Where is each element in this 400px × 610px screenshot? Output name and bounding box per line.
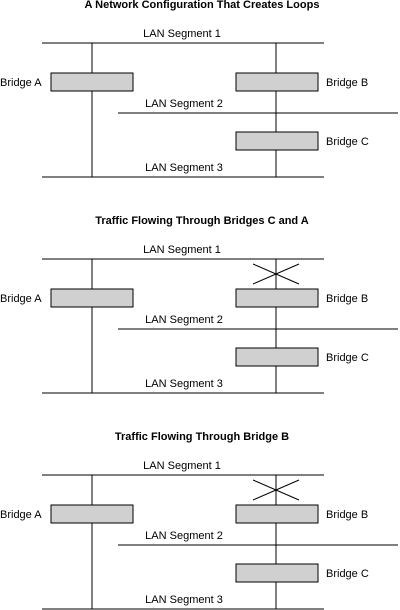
bridge-c-box	[235, 347, 319, 367]
bridge-b-box	[235, 288, 319, 308]
panel-loops: A Network Configuration That Creates Loo…	[0, 0, 398, 178]
bridge-a-box	[50, 72, 134, 92]
bridge-a-box	[50, 288, 134, 308]
bridge-a-label: Bridge A	[0, 509, 42, 521]
bridge-a-box	[50, 504, 134, 524]
bridge-c-label: Bridge C	[326, 136, 369, 148]
panel-title: Traffic Flowing Through Bridge B	[115, 431, 289, 443]
blocked-x-icon	[252, 479, 300, 501]
lan-segment-3-label: LAN Segment 3	[145, 162, 223, 174]
bridge-b-label: Bridge B	[326, 293, 368, 305]
panel-traffic-b: Traffic Flowing Through Bridge B LAN Seg…	[0, 431, 398, 610]
bridge-b-box	[235, 72, 319, 92]
lan-segment-3-label: LAN Segment 3	[145, 594, 223, 606]
lan-segment-2-label: LAN Segment 2	[145, 530, 223, 542]
lan-segment-3-label: LAN Segment 3	[145, 378, 223, 390]
blocked-x-icon	[252, 263, 300, 285]
lan-segment-2-label: LAN Segment 2	[145, 314, 223, 326]
bridge-b-label: Bridge B	[326, 77, 368, 89]
bridge-b-label: Bridge B	[326, 509, 368, 521]
lan-segment-2-label: LAN Segment 2	[145, 98, 223, 110]
bridge-c-label: Bridge C	[326, 568, 369, 580]
bridge-c-box	[235, 563, 319, 583]
bridge-a-label: Bridge A	[0, 77, 42, 89]
bridge-b-box	[235, 504, 319, 524]
bridge-c-label: Bridge C	[326, 352, 369, 364]
panel-title: Traffic Flowing Through Bridges C and A	[95, 215, 309, 227]
lan-segment-1-label: LAN Segment 1	[143, 244, 221, 256]
lan-segment-1-label: LAN Segment 1	[143, 460, 221, 472]
panel-title: A Network Configuration That Creates Loo…	[85, 0, 320, 11]
panel-traffic-c-and-a: Traffic Flowing Through Bridges C and A …	[0, 215, 398, 394]
lan-segment-1-label: LAN Segment 1	[143, 28, 221, 40]
bridge-c-box	[235, 131, 319, 151]
bridge-a-label: Bridge A	[0, 293, 42, 305]
